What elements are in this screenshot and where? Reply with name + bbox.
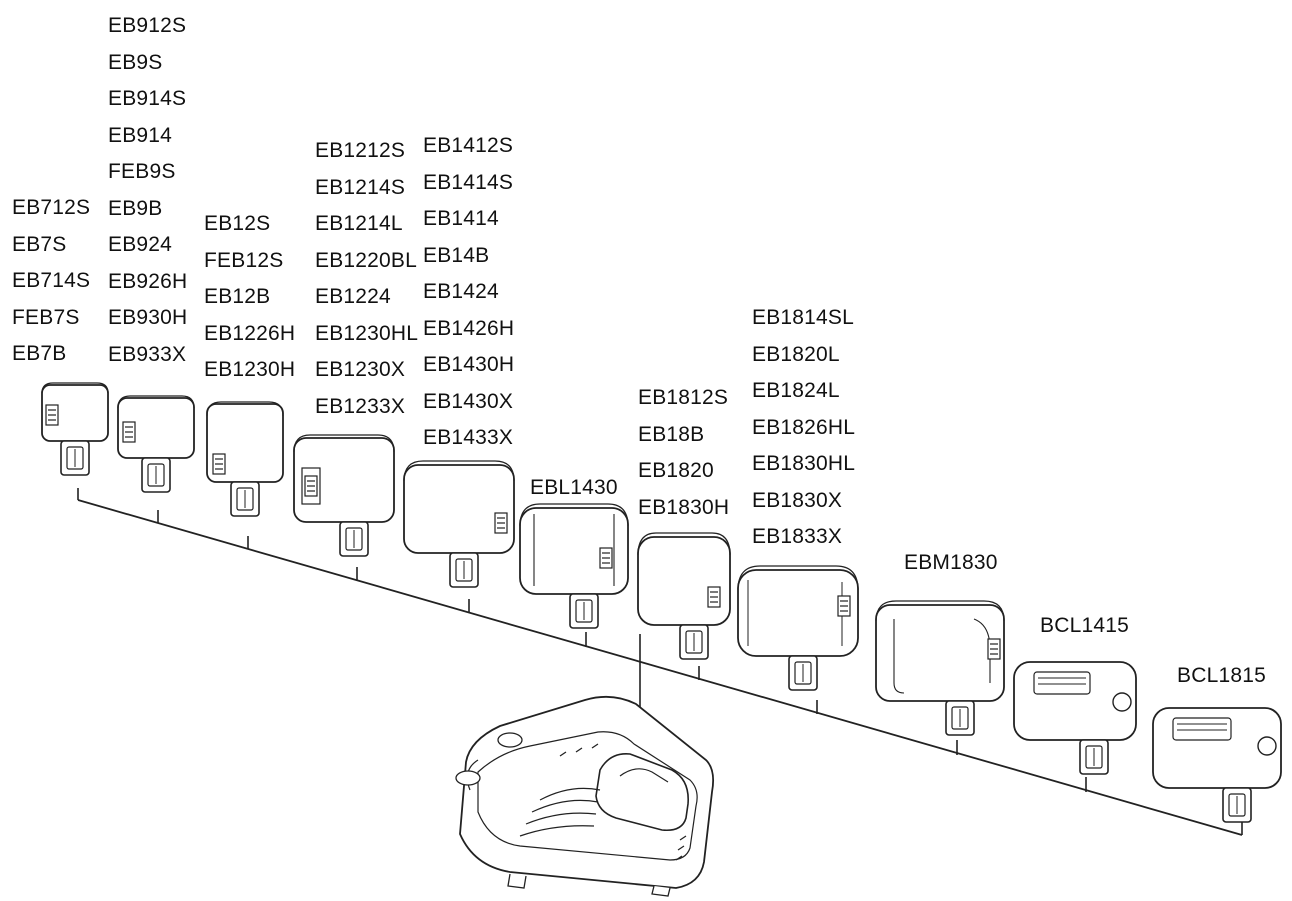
battery-model-label: EB1230X: [315, 358, 406, 381]
battery-model-label: BCL1415: [1040, 614, 1129, 637]
battery-model-label: EB1230HL: [315, 321, 419, 345]
battery-model-label: EB914: [108, 123, 173, 147]
battery-g8: [737, 565, 859, 691]
battery-model-label: EB1233X: [315, 394, 406, 418]
connector-ticks: [77, 488, 1243, 835]
battery-model-label: EBL1430: [530, 476, 618, 499]
battery-model-label: EB1833X: [752, 525, 843, 548]
battery-g3: [206, 401, 284, 517]
battery-group-g6-labels: EBL1430: [530, 470, 618, 507]
battery-g9: [875, 600, 1005, 736]
battery-model-label: EB1426H: [423, 316, 515, 340]
battery-model-label: EB1824L: [752, 379, 840, 402]
battery-model-label: EB924: [108, 233, 173, 256]
battery-model-label: EB1433X: [423, 426, 514, 449]
battery-model-label: EB9B: [108, 196, 163, 220]
battery-g5: [403, 460, 515, 588]
battery-g6: [519, 503, 629, 629]
battery-model-label: FEB12S: [204, 248, 284, 272]
battery-group-g10-labels: BCL1415: [1040, 608, 1129, 645]
battery-model-label: EB1424: [423, 280, 499, 303]
battery-g7: [637, 532, 731, 660]
battery-model-label: FEB9S: [108, 160, 176, 183]
charger: [455, 695, 715, 897]
battery-model-label: EB1830H: [638, 495, 730, 519]
battery-model-label: EB1830X: [752, 488, 843, 512]
battery-model-label: EB1214S: [315, 175, 406, 199]
battery-group-g9-labels: EBM1830: [904, 545, 998, 582]
battery-model-label: EB930H: [108, 306, 188, 329]
battery-model-label: EB1224: [315, 285, 391, 308]
battery-g11: [1152, 707, 1282, 823]
battery-model-label: EB12B: [204, 285, 271, 308]
battery-group-g8-labels: EB1814SL EB1820L EB1824L EB1826HL EB1830HL EB…: [752, 300, 855, 556]
battery-model-label: EB1430X: [423, 389, 514, 413]
battery-model-label: EB1230H: [204, 358, 296, 381]
battery-model-label: EB1214L: [315, 212, 403, 235]
battery-model-label: EB926H: [108, 269, 188, 293]
battery-model-label: EB1414: [423, 207, 499, 230]
battery-model-label: EBM1830: [904, 551, 998, 574]
battery-model-label: EB9S: [108, 50, 163, 74]
battery-group-g11-labels: BCL1815: [1177, 658, 1266, 695]
battery-model-label: EB1226H: [204, 321, 296, 345]
battery-model-label: EB1812S: [638, 386, 729, 409]
battery-group-g3-labels: EB12S FEB12S EB12B EB1226H EB1230H: [204, 206, 295, 389]
battery-model-label: EB1212S: [315, 139, 406, 162]
battery-model-label: EB12S: [204, 212, 271, 235]
battery-model-label: EB912S: [108, 14, 187, 37]
battery-model-label: EB7S: [12, 232, 67, 256]
connector-line: [77, 499, 1243, 836]
battery-model-label: EB933X: [108, 342, 187, 366]
battery-model-label: EB1220BL: [315, 248, 418, 272]
battery-model-label: EB914S: [108, 87, 187, 110]
battery-model-label: EB14B: [423, 243, 490, 267]
battery-model-label: EB712S: [12, 196, 91, 219]
battery-model-label: EB1814SL: [752, 306, 855, 329]
battery-model-label: EB1412S: [423, 134, 514, 157]
battery-model-label: EB1826HL: [752, 415, 856, 439]
battery-model-label: EB1414S: [423, 170, 514, 194]
battery-model-label: EB18B: [638, 422, 705, 446]
battery-group-g1-labels: EB712S EB7S EB714S FEB7S EB7B: [12, 190, 90, 373]
battery-model-label: EB1820L: [752, 342, 840, 366]
battery-model-label: FEB7S: [12, 305, 80, 329]
battery-model-label: EB1820: [638, 459, 714, 482]
battery-model-label: EB1830HL: [752, 452, 856, 475]
battery-g10: [1013, 661, 1137, 775]
battery-g2: [117, 395, 195, 493]
battery-model-label: EB7B: [12, 342, 67, 365]
battery-model-label: BCL1815: [1177, 664, 1266, 687]
battery-g1: [41, 382, 109, 476]
battery-g4: [293, 434, 395, 557]
battery-model-label: EB714S: [12, 269, 91, 292]
battery-model-label: EB1430H: [423, 353, 515, 376]
